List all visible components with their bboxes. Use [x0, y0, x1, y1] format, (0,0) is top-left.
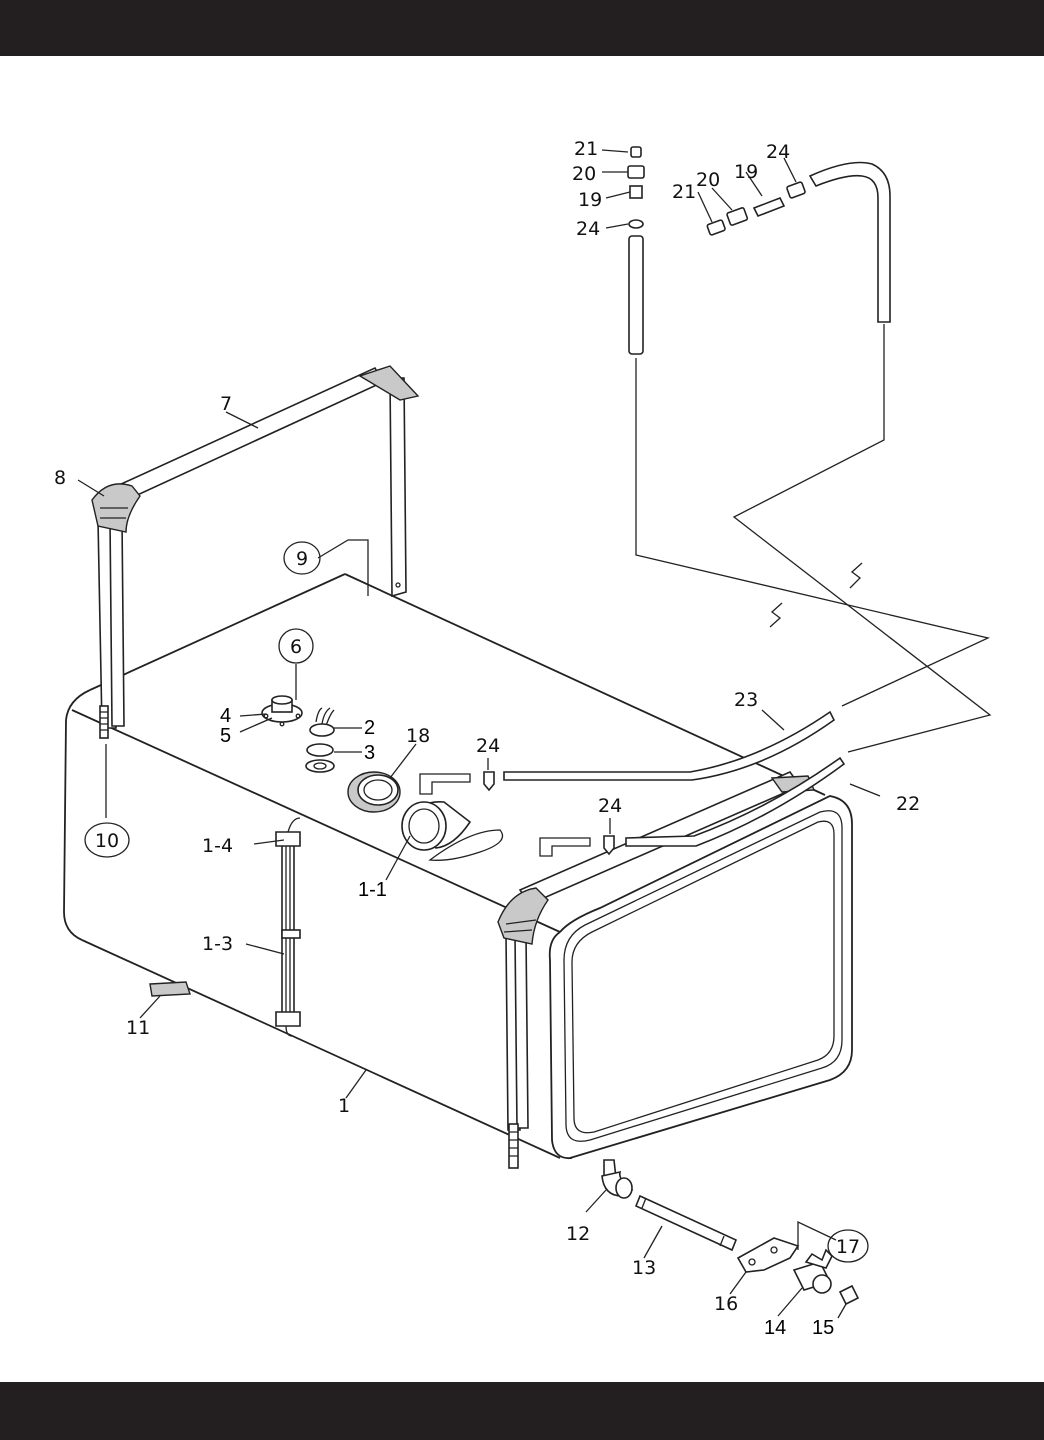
rubber-pad — [149, 981, 191, 997]
label-1-4: 1-4 — [202, 835, 233, 857]
label-1-1: 1-1 — [358, 879, 387, 901]
filler-neck — [401, 801, 504, 861]
label-20-angled: 20 — [696, 169, 720, 191]
stud-bolt-right — [508, 1123, 519, 1169]
circled-ref-17: 17 — [827, 1229, 869, 1263]
label-12: 12 — [566, 1223, 590, 1245]
label-1: 1 — [338, 1095, 350, 1117]
label-4: 4 — [220, 705, 231, 727]
label-24-vertical: 24 — [576, 218, 600, 240]
strap-cushion-right — [497, 887, 549, 945]
part-labels: 7 8 4 5 2 3 18 1-1 1-4 1-3 11 1 24 24 23… — [54, 138, 920, 1339]
label-8: 8 — [54, 467, 66, 489]
fuel-level-sender — [261, 695, 303, 727]
drain-plug — [838, 1284, 860, 1306]
label-23: 23 — [734, 689, 758, 711]
label-24-angled: 24 — [766, 141, 790, 163]
stud-bolt-left — [99, 705, 109, 739]
drain-elbow — [601, 1159, 634, 1199]
circled-ref-10: 10 — [84, 822, 130, 858]
label-21-angled: 21 — [672, 181, 696, 203]
label-6: 6 — [290, 636, 302, 658]
label-17: 17 — [836, 1236, 860, 1258]
sender-grommet-cable — [305, 707, 335, 773]
circled-ref-6: 6 — [278, 628, 314, 664]
vertical-pipe-fittings — [627, 146, 645, 355]
label-24-hose-lower: 24 — [598, 795, 622, 817]
label-16: 16 — [714, 1293, 738, 1315]
label-10: 10 — [95, 830, 119, 852]
bottom-footer-bar — [0, 1382, 1044, 1440]
supply-hose-22 — [539, 756, 846, 857]
label-15: 15 — [812, 1317, 834, 1339]
label-19-angled: 19 — [734, 161, 758, 183]
label-3: 3 — [364, 742, 375, 764]
label-9: 9 — [296, 548, 308, 570]
circled-ref-9: 9 — [283, 541, 321, 575]
fuel-tank-body — [63, 573, 853, 1160]
level-sight-gauge — [275, 817, 301, 1037]
top-header-bar — [0, 0, 1044, 56]
label-21-vertical: 21 — [574, 138, 598, 160]
label-24-hose-upper: 24 — [476, 735, 500, 757]
label-20-vertical: 20 — [572, 163, 596, 185]
label-2: 2 — [364, 717, 375, 739]
return-hose-23 — [419, 710, 836, 795]
leader-lines — [77, 149, 881, 1319]
drain-bracket — [736, 1237, 800, 1273]
label-14: 14 — [764, 1317, 786, 1339]
label-22: 22 — [896, 793, 920, 815]
angled-pipe-fittings — [706, 161, 891, 323]
label-19-vertical: 19 — [578, 189, 602, 211]
connection-lines — [635, 324, 992, 753]
strap-cushion-left — [91, 483, 141, 533]
label-5: 5 — [220, 725, 231, 747]
drain-cock — [792, 1248, 833, 1294]
label-13: 13 — [632, 1257, 656, 1279]
label-18: 18 — [406, 725, 430, 747]
drain-pipe — [634, 1194, 738, 1252]
filler-cap-ring — [347, 771, 401, 813]
label-7: 7 — [220, 393, 232, 415]
label-1-3: 1-3 — [202, 933, 233, 955]
tank-strap-rear — [97, 365, 420, 729]
label-11: 11 — [126, 1017, 150, 1039]
